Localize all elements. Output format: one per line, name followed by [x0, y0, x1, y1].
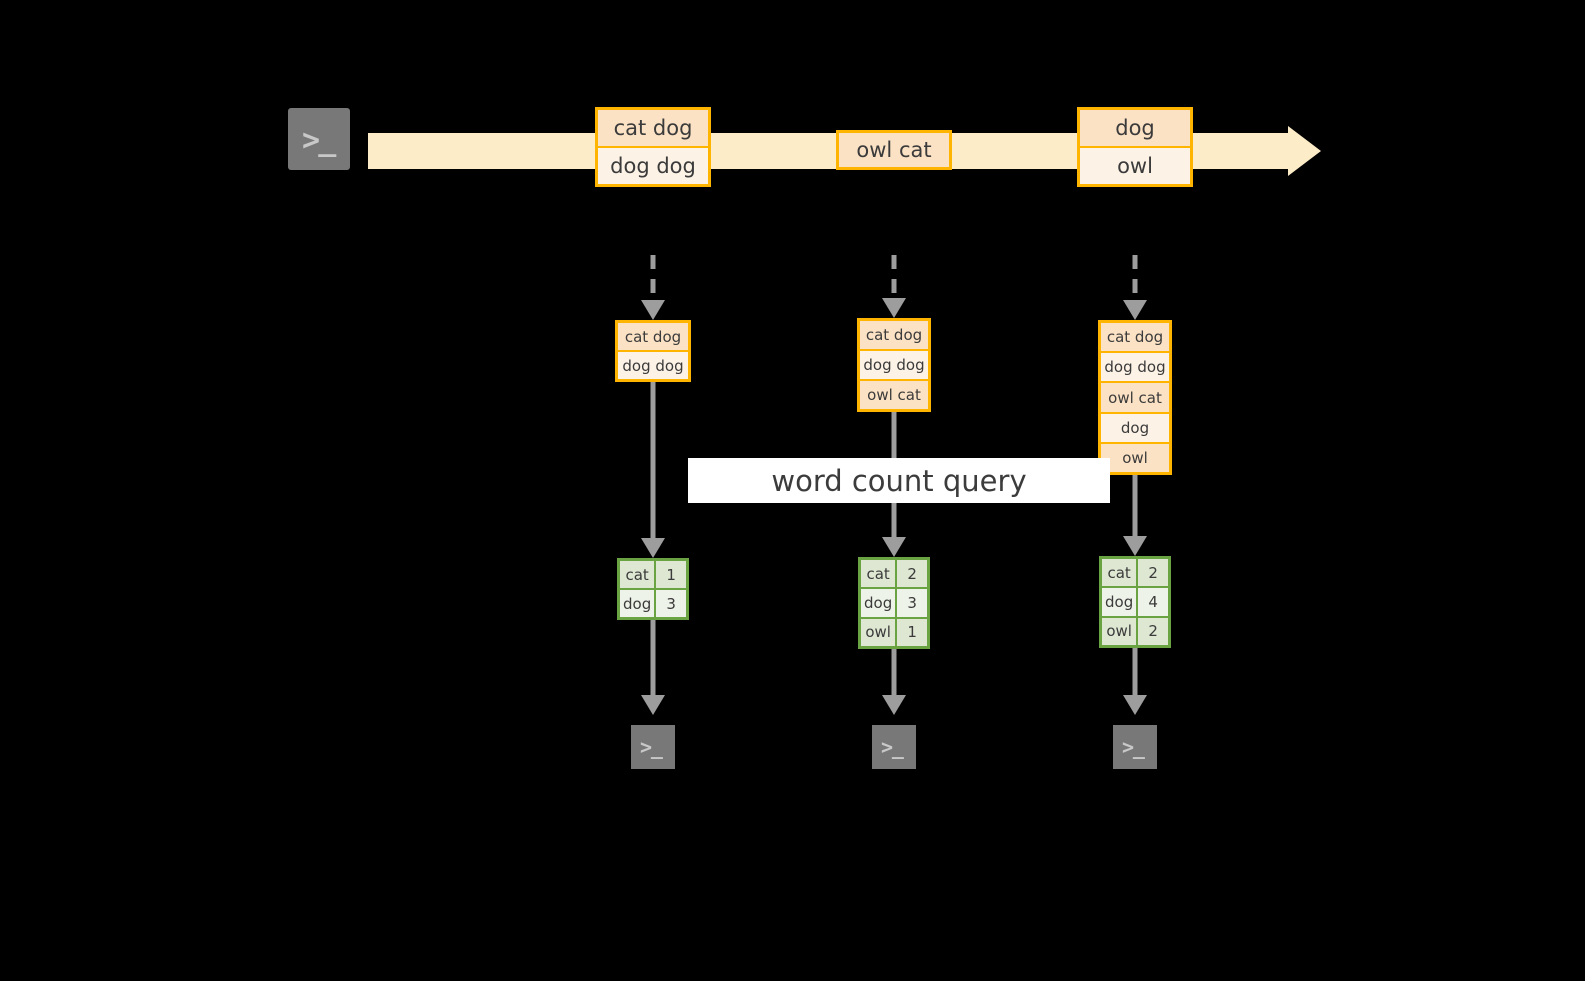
word-cell: cat: [620, 561, 657, 588]
arrow-shaft: [1132, 648, 1138, 695]
message-line: cat dog: [598, 110, 708, 146]
message-line: dog dog: [598, 146, 708, 184]
word-cell: cat: [861, 560, 898, 588]
word-cell: dog: [1102, 588, 1139, 616]
terminal-prompt-label: >_: [302, 123, 336, 158]
terminal-screen: [872, 725, 916, 769]
arrow-head: [882, 537, 906, 557]
table-row: dog 4: [1102, 586, 1168, 616]
arrow-head: [1123, 536, 1147, 556]
count-cell: 3: [897, 589, 927, 617]
arrow-head: [1123, 300, 1147, 320]
snapshot-1-ingest-arrow: [633, 255, 673, 320]
table-row: owl 1: [861, 616, 927, 646]
input-line: dog dog: [860, 349, 928, 379]
message-line: owl: [1080, 146, 1190, 184]
arrow-shaft: [1132, 255, 1138, 300]
word-cell: dog: [861, 589, 898, 617]
stream-message-2[interactable]: owl cat: [836, 130, 952, 170]
snapshot-2-sink-arrow: [874, 649, 914, 715]
arrow-head: [641, 695, 665, 715]
stream-message-3[interactable]: dog owl: [1077, 107, 1193, 187]
snapshot-1-result-table[interactable]: cat 1 dog 3: [617, 558, 689, 620]
query-banner-label: word count query: [771, 463, 1027, 498]
arrow-shaft: [650, 382, 656, 538]
count-cell: 1: [897, 618, 927, 646]
table-row: cat 2: [861, 560, 927, 588]
snapshot-1-input-box[interactable]: cat dog dog dog: [615, 320, 691, 382]
input-line: cat dog: [618, 323, 688, 350]
input-line: dog dog: [1101, 351, 1169, 382]
arrow-head: [1123, 695, 1147, 715]
count-cell: 2: [897, 560, 927, 588]
arrow-shaft: [1132, 475, 1138, 536]
snapshot-1-sink-terminal-icon[interactable]: >_: [621, 715, 685, 779]
snapshot-2-ingest-arrow: [874, 255, 914, 318]
word-cell: cat: [1102, 559, 1139, 587]
arrow-shaft: [891, 255, 897, 298]
terminal-prompt-label: >_: [640, 735, 663, 759]
arrow-shaft: [891, 649, 897, 695]
arrow-head: [882, 695, 906, 715]
snapshot-2-sink-terminal-icon[interactable]: >_: [862, 715, 926, 779]
query-banner: word count query: [688, 458, 1110, 503]
terminal-screen: [1113, 725, 1157, 769]
stream-message-1[interactable]: cat dog dog dog: [595, 107, 711, 187]
stream-arrow-head: [1288, 126, 1321, 176]
snapshot-3-sink-terminal-icon[interactable]: >_: [1103, 715, 1167, 779]
arrow-head: [882, 298, 906, 318]
source-terminal-icon[interactable]: >_: [278, 98, 360, 180]
snapshot-1-query-arrow: [633, 382, 673, 558]
input-line: dog: [1101, 411, 1169, 442]
table-row: owl 2: [1102, 615, 1168, 645]
input-line: cat dog: [1101, 323, 1169, 352]
snapshot-2-result-table[interactable]: cat 2 dog 3 owl 1: [858, 557, 930, 649]
input-line: dog dog: [618, 350, 688, 379]
input-line: owl cat: [1101, 381, 1169, 412]
arrow-head: [641, 300, 665, 320]
input-line: cat dog: [860, 321, 928, 349]
snapshot-3-query-arrow: [1115, 475, 1155, 556]
table-row: dog 3: [861, 587, 927, 617]
word-cell: dog: [620, 590, 657, 617]
arrow-head: [641, 538, 665, 558]
snapshot-3-sink-arrow: [1115, 648, 1155, 715]
input-line: owl: [1101, 441, 1169, 473]
terminal-screen: [288, 108, 350, 170]
table-row: dog 3: [620, 588, 686, 617]
terminal-prompt-label: >_: [881, 735, 904, 759]
count-cell: 4: [1138, 588, 1168, 616]
count-cell: 2: [1138, 617, 1168, 645]
terminal-prompt-label: >_: [1122, 735, 1145, 759]
count-cell: 3: [656, 590, 686, 617]
arrow-shaft: [650, 255, 656, 300]
snapshot-3-ingest-arrow: [1115, 255, 1155, 320]
arrow-shaft: [650, 620, 656, 695]
table-row: cat 1: [620, 561, 686, 588]
message-line: owl cat: [839, 133, 949, 167]
snapshot-3-result-table[interactable]: cat 2 dog 4 owl 2: [1099, 556, 1171, 648]
snapshot-3-input-box[interactable]: cat dog dog dog owl cat dog owl: [1098, 320, 1172, 475]
snapshot-1-sink-arrow: [633, 620, 673, 715]
count-cell: 1: [656, 561, 686, 588]
word-cell: owl: [1102, 617, 1139, 645]
word-cell: owl: [861, 618, 898, 646]
snapshot-2-input-box[interactable]: cat dog dog dog owl cat: [857, 318, 931, 412]
count-cell: 2: [1138, 559, 1168, 587]
message-line: dog: [1080, 110, 1190, 146]
terminal-screen: [631, 725, 675, 769]
input-line: owl cat: [860, 379, 928, 409]
table-row: cat 2: [1102, 559, 1168, 587]
